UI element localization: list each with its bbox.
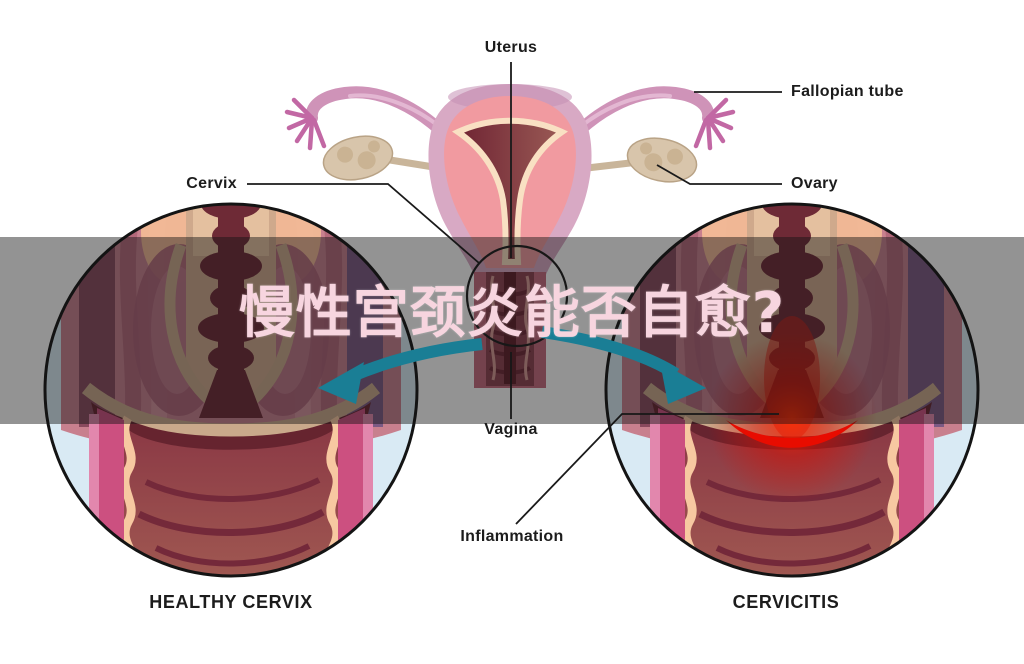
fimbriae-left xyxy=(284,97,327,151)
magnify-arrow-right-head xyxy=(660,362,706,404)
inflammation-label: Inflammation xyxy=(460,528,564,545)
cervix-label: Cervix xyxy=(186,175,237,192)
uterine-cavity xyxy=(451,117,569,265)
inflammation-leader-line xyxy=(515,413,779,525)
title-banner-overlay xyxy=(0,237,1024,424)
ovary-leader-line xyxy=(656,164,782,185)
vagina-canal xyxy=(474,272,546,388)
cervicitis-caption: CERVICITIS xyxy=(732,592,840,612)
fallopian-tube-label: Fallopian tube xyxy=(791,83,904,100)
healthy-circle-outline xyxy=(43,202,419,578)
uterus-label: Uterus xyxy=(484,39,538,56)
ovary-right xyxy=(626,137,698,183)
healthy-cervix-caption: HEALTHY CERVIX xyxy=(149,592,313,612)
cervix-leader-line xyxy=(247,183,480,264)
magnify-arrow-left-shaft xyxy=(347,338,483,383)
cervix-focus-ring xyxy=(465,244,569,348)
page-title: 慢性宫颈炎能否自愈? xyxy=(238,281,786,346)
fimbriae-right xyxy=(693,97,736,151)
cervicitis-circle-outline xyxy=(604,202,980,578)
vagina-label: Vagina xyxy=(484,421,538,438)
magnify-arrow-left-head xyxy=(318,362,364,404)
cervicitis-circle xyxy=(606,180,978,590)
uterus-illustration xyxy=(284,84,736,388)
inflammation-glow xyxy=(707,316,877,503)
ovary-left xyxy=(322,135,394,181)
ovary-label: Ovary xyxy=(791,175,838,192)
